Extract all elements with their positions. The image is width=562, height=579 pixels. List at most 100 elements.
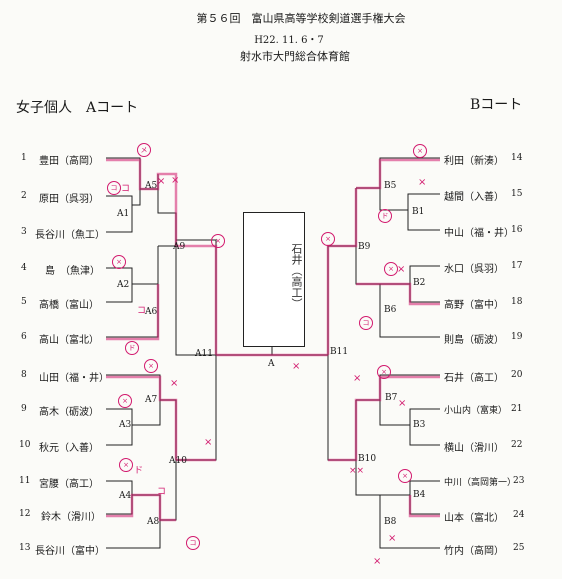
match-label: B3: [413, 420, 426, 430]
final-label: A: [268, 359, 275, 369]
entry-name: 宮腰（高工）: [39, 479, 99, 490]
entry-name: 石井（高工）: [444, 373, 504, 384]
champion-name: 石井（高工）: [290, 243, 303, 309]
entry-name: 島 （魚津）: [45, 266, 100, 277]
match-label: B6: [384, 305, 397, 315]
match-label: B5: [384, 181, 397, 191]
entry-number: 10: [19, 440, 31, 450]
match-label: A11: [195, 349, 213, 359]
court-a-heading: 女子個人 Aコート: [16, 100, 139, 116]
entry-number: 12: [19, 509, 31, 519]
entry-name: 高山（富北）: [39, 335, 99, 346]
circle-mark: ×: [321, 232, 335, 246]
entry-number: 15: [511, 189, 523, 199]
cross-mark: ×: [204, 437, 213, 448]
match-label: B10: [358, 454, 377, 464]
final-result-board: 石井（高工）: [243, 212, 305, 347]
match-label: A7: [145, 395, 158, 405]
match-label: A1: [117, 209, 130, 219]
entry-name: 長谷川（魚工）: [35, 230, 105, 241]
tournament-date: H22. 11. 6・7: [254, 35, 324, 46]
match-label: A5: [145, 181, 158, 191]
circle-mark: メ: [137, 143, 151, 157]
entry-number: 2: [21, 191, 27, 201]
entry-name: 中山（福・井）: [444, 228, 514, 239]
entry-number: 21: [511, 404, 523, 414]
entry-number: 20: [511, 370, 523, 380]
hand-note: ド: [134, 466, 144, 476]
cross-mark: ×: [398, 398, 407, 409]
match-label: B9: [358, 242, 371, 252]
entry-name: 山本（富北）: [444, 513, 504, 524]
match-label: B2: [413, 278, 426, 288]
hand-note: ××: [349, 466, 365, 476]
entry-name: 水口（呉羽）: [444, 264, 504, 275]
hand-note: コ: [157, 487, 167, 497]
entry-number: 8: [21, 370, 27, 380]
entry-name: 高野（富中）: [444, 300, 504, 311]
entry-number: 19: [511, 332, 523, 342]
entry-number: 16: [511, 225, 523, 235]
entry-number: 24: [513, 510, 525, 520]
cross-mark: ×: [373, 556, 382, 567]
entry-number: 25: [513, 543, 525, 553]
match-label: B4: [413, 490, 426, 500]
circle-mark: コ: [107, 181, 121, 195]
entry-name: 中川（高岡第一）: [444, 478, 517, 488]
entry-name: 鈴木（滑川）: [41, 512, 101, 523]
entry-name: 原田（呉羽）: [39, 194, 99, 205]
entry-name: 山田（福・井）: [39, 373, 109, 384]
match-label: A9: [173, 242, 186, 252]
entry-name: 利田（新湊）: [444, 156, 504, 167]
match-label: A8: [147, 517, 160, 527]
tournament-title: 第５６回 富山県高等学校剣道選手権大会: [196, 12, 406, 25]
entry-number: 5: [21, 297, 27, 307]
circle-mark: ×: [112, 255, 126, 269]
entry-name: 越間（入善）: [444, 192, 504, 203]
circle-mark: コ: [359, 316, 373, 330]
cross-mark: ×: [157, 176, 166, 187]
circle-mark: ×: [384, 262, 398, 276]
cross-mark: ×: [397, 264, 406, 275]
match-label: B1: [412, 207, 425, 217]
entry-number: 6: [21, 332, 27, 342]
entry-number: 4: [21, 263, 27, 273]
circle-mark: ×: [118, 394, 132, 408]
circle-mark: ド: [378, 209, 392, 223]
circle-mark: ×: [413, 144, 427, 158]
match-label: A4: [119, 491, 132, 501]
court-b-heading: Bコート: [470, 97, 523, 113]
entry-name: 高橋（富山）: [39, 300, 99, 311]
circle-mark: ×: [119, 458, 133, 472]
cross-mark: ×: [292, 361, 301, 372]
entry-name: 高木（砺波）: [39, 407, 99, 418]
match-label: A2: [117, 280, 130, 290]
tournament-venue: 射水市大門総合体育館: [240, 50, 350, 63]
cross-mark: ×: [418, 177, 427, 188]
entry-name: 則島（砺波）: [444, 335, 504, 346]
entry-name: 長谷川（富中）: [35, 546, 105, 557]
hand-note: コ: [121, 184, 131, 194]
entry-number: 22: [511, 440, 523, 450]
entry-number: 13: [19, 543, 31, 553]
entry-name: 秋元（入善）: [39, 443, 99, 454]
cross-mark: ×: [388, 533, 397, 544]
entry-number: 3: [21, 227, 27, 237]
entry-number: 9: [21, 404, 27, 414]
circle-mark: ド: [125, 341, 139, 355]
circle-mark: ×: [211, 234, 225, 248]
entry-name: 豊田（高岡）: [39, 156, 99, 167]
match-label: B8: [384, 517, 397, 527]
entry-number: 17: [511, 261, 523, 271]
circle-mark: ×: [398, 469, 412, 483]
hand-note: コ: [137, 306, 147, 316]
match-label: A3: [119, 420, 132, 430]
entry-number: 23: [513, 476, 525, 486]
entry-name: 竹内（高岡）: [444, 546, 504, 557]
match-label: A6: [145, 307, 158, 317]
entry-name: 横山（滑川）: [444, 443, 504, 454]
cross-mark: ×: [353, 373, 362, 384]
entry-number: 1: [21, 153, 27, 163]
entry-name: 小山内（富東）: [444, 406, 508, 416]
